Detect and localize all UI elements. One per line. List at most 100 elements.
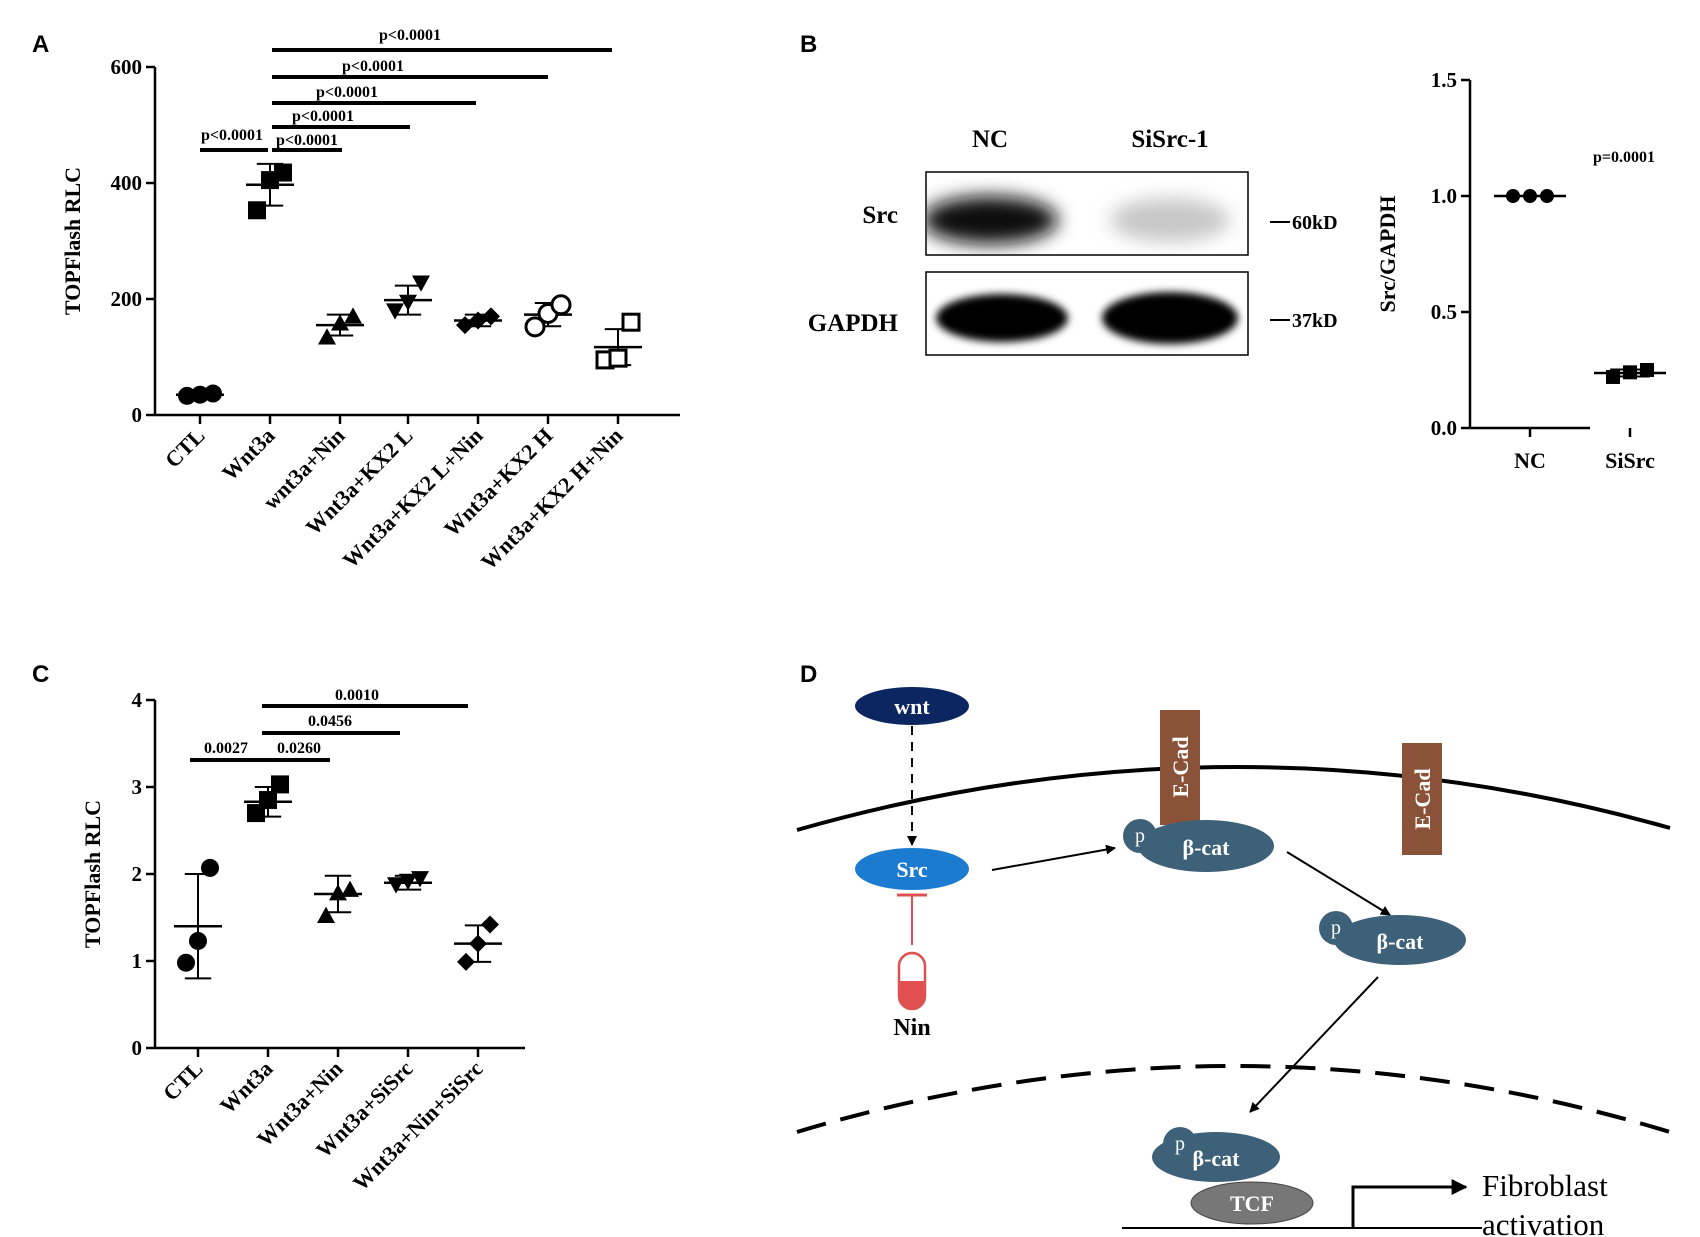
y-tick-label-2: 1.0 [1431, 184, 1457, 208]
bcat-release-arrow [1286, 851, 1391, 916]
src-node [855, 848, 969, 890]
point-0-2 [204, 384, 222, 403]
nin-capsule-icon [897, 951, 927, 1011]
bcat-label-2: β-cat [1376, 929, 1424, 954]
panel-label-a: A [32, 31, 49, 58]
point-3-0 [386, 303, 404, 320]
y-tick-label-3: 3 [132, 775, 143, 799]
y-tick-label-0: 0 [132, 1036, 143, 1060]
blot-lane-sisrc: SiSrc-1 [1131, 126, 1208, 153]
outcome-line-2: activation [1482, 1207, 1605, 1237]
y-tick-label-3: 1.5 [1431, 68, 1457, 92]
point-2-2 [344, 307, 362, 324]
point-5-0 [524, 316, 546, 338]
point-4-2 [481, 915, 499, 934]
significance-label-3: 0.0010 [335, 687, 379, 704]
y-tick-label-1: 1 [132, 949, 143, 973]
phospho-membrane [1123, 819, 1157, 853]
point-0-0 [1506, 189, 1520, 203]
y-tick-label-1: 0.5 [1431, 300, 1457, 324]
point-1-2 [1640, 363, 1654, 377]
point-3-1 [399, 294, 417, 311]
ecad-label-2: E-Cad [1410, 768, 1435, 829]
phospho-label-1: p [1135, 825, 1145, 847]
point-1-1 [1623, 365, 1637, 380]
x-tick-label-4: Wnt3a+Nin+SiSrc [348, 1056, 488, 1196]
y-tick-label-3: 600 [111, 55, 143, 79]
western-blot: NC SiSrc-1 Src GAPDH 60kD 37kD [808, 126, 1338, 356]
point-1-0 [248, 201, 266, 220]
point-4-1 [469, 934, 487, 953]
y-axis-label: TOPFlash RLC [80, 800, 105, 948]
panel-label-c: C [32, 661, 49, 688]
panel-label-b: B [800, 31, 817, 58]
point-4-0 [457, 952, 475, 971]
phospho-cytoplasm [1319, 911, 1353, 945]
bcat-label-1: β-cat [1182, 835, 1230, 860]
significance-label-5: p<0.0001 [379, 27, 441, 44]
significance-label-2: p<0.0001 [292, 108, 354, 125]
y-tick-label-2: 2 [132, 862, 143, 886]
ecad-label-1: E-Cad [1168, 736, 1193, 797]
x-tick-label-1: SiSrc [1605, 448, 1655, 473]
point-4-2 [482, 307, 500, 326]
significance-label-0: p=0.0001 [1593, 149, 1655, 166]
band-src-sisrc [1110, 198, 1230, 242]
y-tick-label-2: 400 [111, 171, 143, 195]
point-1-2 [271, 775, 289, 794]
x-tick-label-0: CTL [158, 1056, 208, 1106]
point-0-0 [178, 386, 196, 405]
wnt-label: wnt [894, 694, 930, 719]
y-axis-label: TOPFlash RLC [60, 167, 85, 315]
panel-label-d: D [800, 661, 817, 688]
significance-label-4: p<0.0001 [342, 58, 404, 75]
point-6-2 [621, 312, 641, 332]
src-label: Src [896, 857, 928, 882]
band-gapdh-sisrc [1102, 292, 1238, 344]
x-tick-label-1: Wnt3a [215, 1056, 278, 1119]
blot-row-src: Src [862, 202, 898, 229]
y-tick-label-0: 0 [132, 403, 143, 427]
y-tick-label-0: 0.0 [1431, 416, 1457, 440]
marker-37kd: 37kD [1292, 310, 1338, 332]
point-0-0 [177, 953, 195, 972]
point-3-2 [411, 871, 429, 888]
point-0-2 [1540, 189, 1554, 203]
ecad-receptor-1 [1160, 710, 1200, 825]
cell-membrane [796, 765, 1671, 832]
y-axis-label: Src/GAPDH [1375, 196, 1400, 313]
nuclear-membrane [796, 1064, 1671, 1134]
significance-label-1: p<0.0001 [276, 132, 338, 149]
band-gapdh-nc [936, 294, 1068, 342]
transcription-arrow [1351, 1179, 1468, 1228]
phospho-label-3: p [1175, 1133, 1185, 1155]
tcf-node [1190, 1181, 1314, 1225]
blot-row-gapdh: GAPDH [808, 310, 899, 337]
point-1-1 [259, 791, 277, 810]
bcat-membrane [1138, 820, 1274, 872]
point-3-0 [387, 877, 405, 894]
marker-60kd: 60kD [1292, 212, 1338, 234]
pathway-diagram: wnt Src Nin E-Cad E-Cad p β-cat p β-cat … [796, 687, 1671, 1237]
tcf-label: TCF [1230, 1191, 1274, 1216]
outcome-line-1: Fibroblast [1482, 1168, 1608, 1203]
point-2-1 [331, 314, 349, 331]
bcat-label-3: β-cat [1192, 1146, 1240, 1171]
point-6-1 [608, 348, 628, 368]
phospho-nucleus [1163, 1127, 1197, 1161]
src-to-bcat-arrow [991, 844, 1116, 871]
nin-label: Nin [893, 1015, 930, 1041]
point-1-2 [274, 163, 292, 182]
bcat-cytoplasm [1334, 915, 1466, 965]
ecad-receptor-2 [1402, 743, 1442, 855]
point-3-2 [412, 275, 430, 292]
blot-lane-nc: NC [972, 126, 1008, 153]
point-3-1 [399, 873, 417, 890]
y-tick-label-1: 200 [111, 287, 143, 311]
point-0-1 [1523, 189, 1537, 203]
bcat-nuclear-arrow [1249, 976, 1379, 1113]
